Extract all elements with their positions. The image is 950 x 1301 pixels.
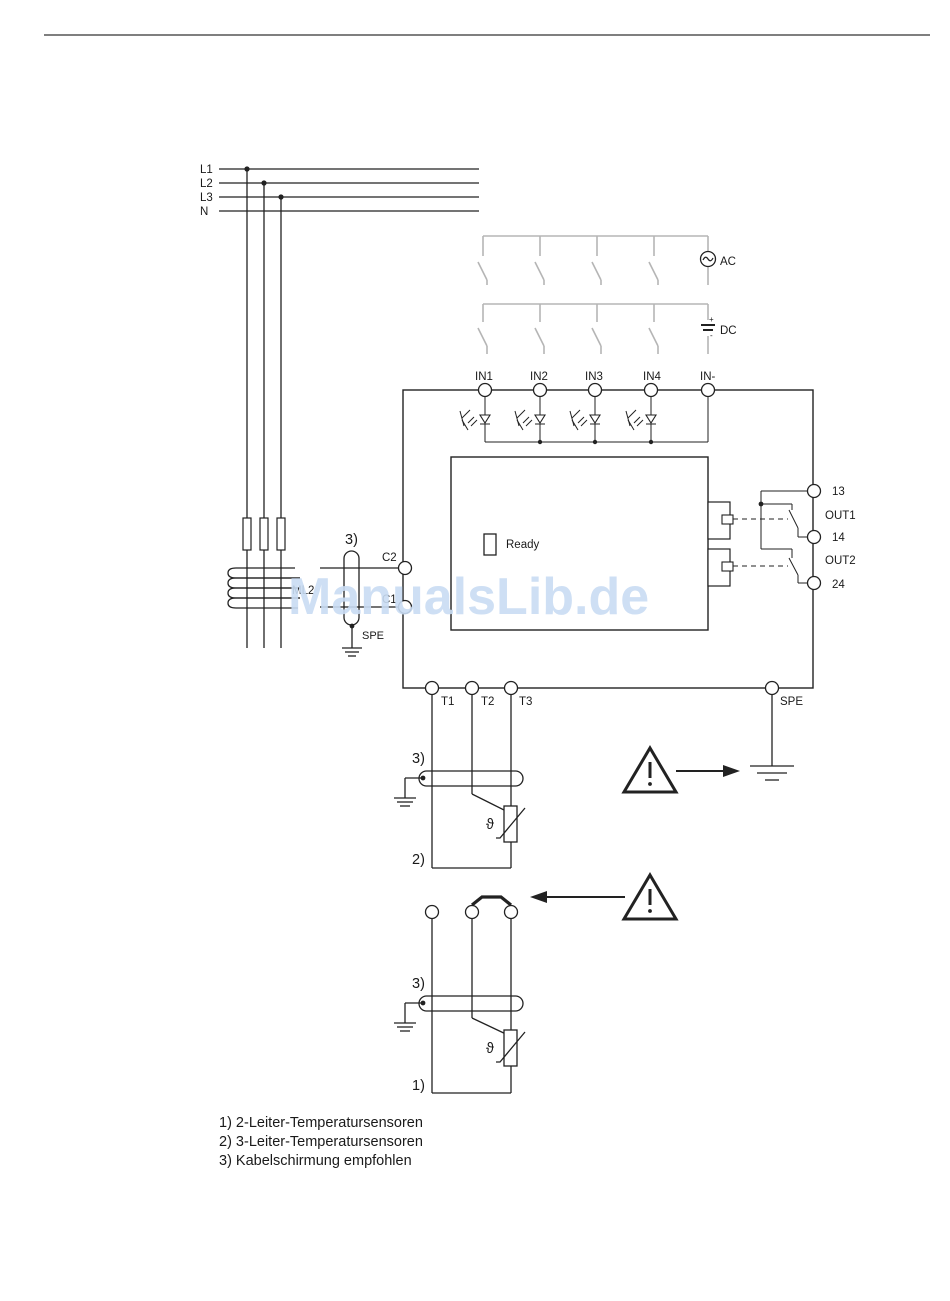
fuse-l1 — [243, 518, 251, 550]
ready-led — [484, 534, 496, 555]
three-wire-ref: 2) — [412, 852, 425, 868]
ct-spe-label: SPE — [362, 630, 384, 642]
two-wire-sensor: ϑ 3) 1) — [394, 897, 525, 1094]
ready-label: Ready — [506, 539, 539, 551]
warning-icon-bridge — [530, 875, 676, 919]
svg-text:-: - — [710, 331, 713, 340]
terminal-label-spe: SPE — [780, 696, 803, 708]
two-wire-ref: 1) — [412, 1078, 425, 1094]
sensor-symbol-2w: ϑ — [486, 1041, 494, 1057]
terminal-label-24: 24 — [832, 579, 845, 591]
line-label-l3: L3 — [200, 192, 213, 204]
terminal-label-c2: C2 — [382, 552, 397, 564]
sensor-terminals: T1 T2 T3 SPE — [426, 682, 804, 709]
line-label-n: N — [200, 206, 208, 218]
output-label-out1: OUT1 — [825, 510, 856, 522]
shield-2w — [419, 996, 523, 1011]
terminal-label-t2: T2 — [481, 696, 494, 708]
watermark: ManualsLib.de — [288, 568, 649, 626]
fuse-l2 — [260, 518, 268, 550]
input-terminals: IN1 IN2 IN3 IN4 IN- — [475, 371, 716, 397]
shield-3w — [419, 771, 523, 786]
dc-label: DC — [720, 325, 737, 337]
legend-item: 3) Kabelschirmung empfohlen — [219, 1152, 423, 1171]
ac-label: AC — [720, 256, 736, 268]
svg-text:+: + — [709, 315, 714, 324]
legend-item: 2) 3-Leiter-Temperatursensoren — [219, 1133, 423, 1152]
input-label-in2: IN2 — [530, 371, 548, 383]
input-label-in3: IN3 — [585, 371, 603, 383]
fuse-l3 — [277, 518, 285, 550]
relay-outputs: 13 OUT1 14 OUT2 24 — [708, 485, 856, 592]
line-label-l2: L2 — [200, 178, 213, 190]
legend-item: 1) 2-Leiter-Temperatursensoren — [219, 1114, 423, 1133]
warning-icon-earth — [624, 748, 740, 792]
device-enclosure — [403, 390, 813, 688]
line-label-l1: L1 — [200, 164, 213, 176]
output-label-out2: OUT2 — [825, 555, 856, 567]
terminal-label-13: 13 — [832, 486, 845, 498]
terminal-label-t3: T3 — [519, 696, 532, 708]
terminal-label-14: 14 — [832, 532, 845, 544]
input-label-in-minus: IN- — [700, 371, 716, 383]
sensor-symbol-3w: ϑ — [486, 817, 494, 833]
shield-ref-ct: 3) — [345, 532, 358, 548]
optocouplers — [460, 397, 708, 444]
input-label-in4: IN4 — [643, 371, 662, 383]
shield-ref-2w: 3) — [412, 976, 425, 992]
shield-ref-3w: 3) — [412, 751, 425, 767]
legend: 1) 2-Leiter-Temperatursensoren 2) 3-Leit… — [219, 1114, 423, 1171]
control-supply: AC + - DC — [478, 236, 737, 354]
three-wire-sensor: ϑ 3) 2) — [394, 695, 525, 868]
input-label-in1: IN1 — [475, 371, 493, 383]
terminal-label-t1: T1 — [441, 696, 454, 708]
